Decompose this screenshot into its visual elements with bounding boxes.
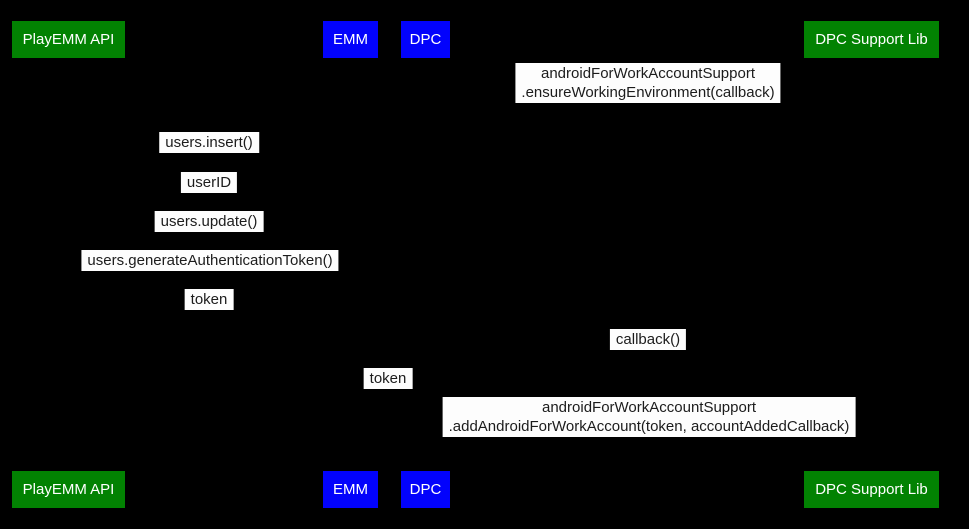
actor-dpc-bottom: DPC — [401, 471, 450, 508]
message-line: .ensureWorkingEnvironment(callback) — [521, 84, 775, 101]
message-label-users-generate-authentication-token: users.generateAuthenticationToken() — [81, 250, 339, 271]
message-line: androidForWorkAccountSupport — [540, 65, 755, 82]
message-label-users-update: users.update() — [154, 211, 264, 232]
message-label-token-forward: token — [363, 368, 413, 389]
message-label-ensure-working-environment: androidForWorkAccountSupport .ensureWorki… — [515, 63, 781, 103]
message-line: callback() — [615, 331, 681, 348]
message-label-user-id: userID — [180, 172, 238, 193]
message-line: users.insert() — [165, 134, 253, 151]
actor-dpc-top: DPC — [401, 21, 450, 58]
message-line: token — [190, 291, 228, 308]
actor-playemm-api-bottom: PlayEMM API — [12, 471, 125, 508]
message-label-token-response: token — [184, 289, 234, 310]
message-label-users-insert: users.insert() — [159, 132, 259, 153]
actor-playemm-api-top: PlayEMM API — [12, 21, 125, 58]
actor-emm-bottom: EMM — [323, 471, 378, 508]
message-line: androidForWorkAccountSupport — [542, 399, 756, 416]
actor-dpc-support-lib-bottom: DPC Support Lib — [804, 471, 939, 508]
actor-dpc-support-lib-top: DPC Support Lib — [804, 21, 939, 58]
message-line: users.update() — [160, 213, 258, 230]
message-line: .addAndroidForWorkAccount(token, account… — [448, 418, 850, 435]
message-line: users.generateAuthenticationToken() — [87, 252, 333, 269]
message-label-callback: callback() — [609, 329, 687, 350]
actor-emm-top: EMM — [323, 21, 378, 58]
message-line: token — [369, 370, 407, 387]
message-line: userID — [186, 174, 232, 191]
message-label-add-android-for-work-account: androidForWorkAccountSupport .addAndroidF… — [442, 397, 856, 437]
